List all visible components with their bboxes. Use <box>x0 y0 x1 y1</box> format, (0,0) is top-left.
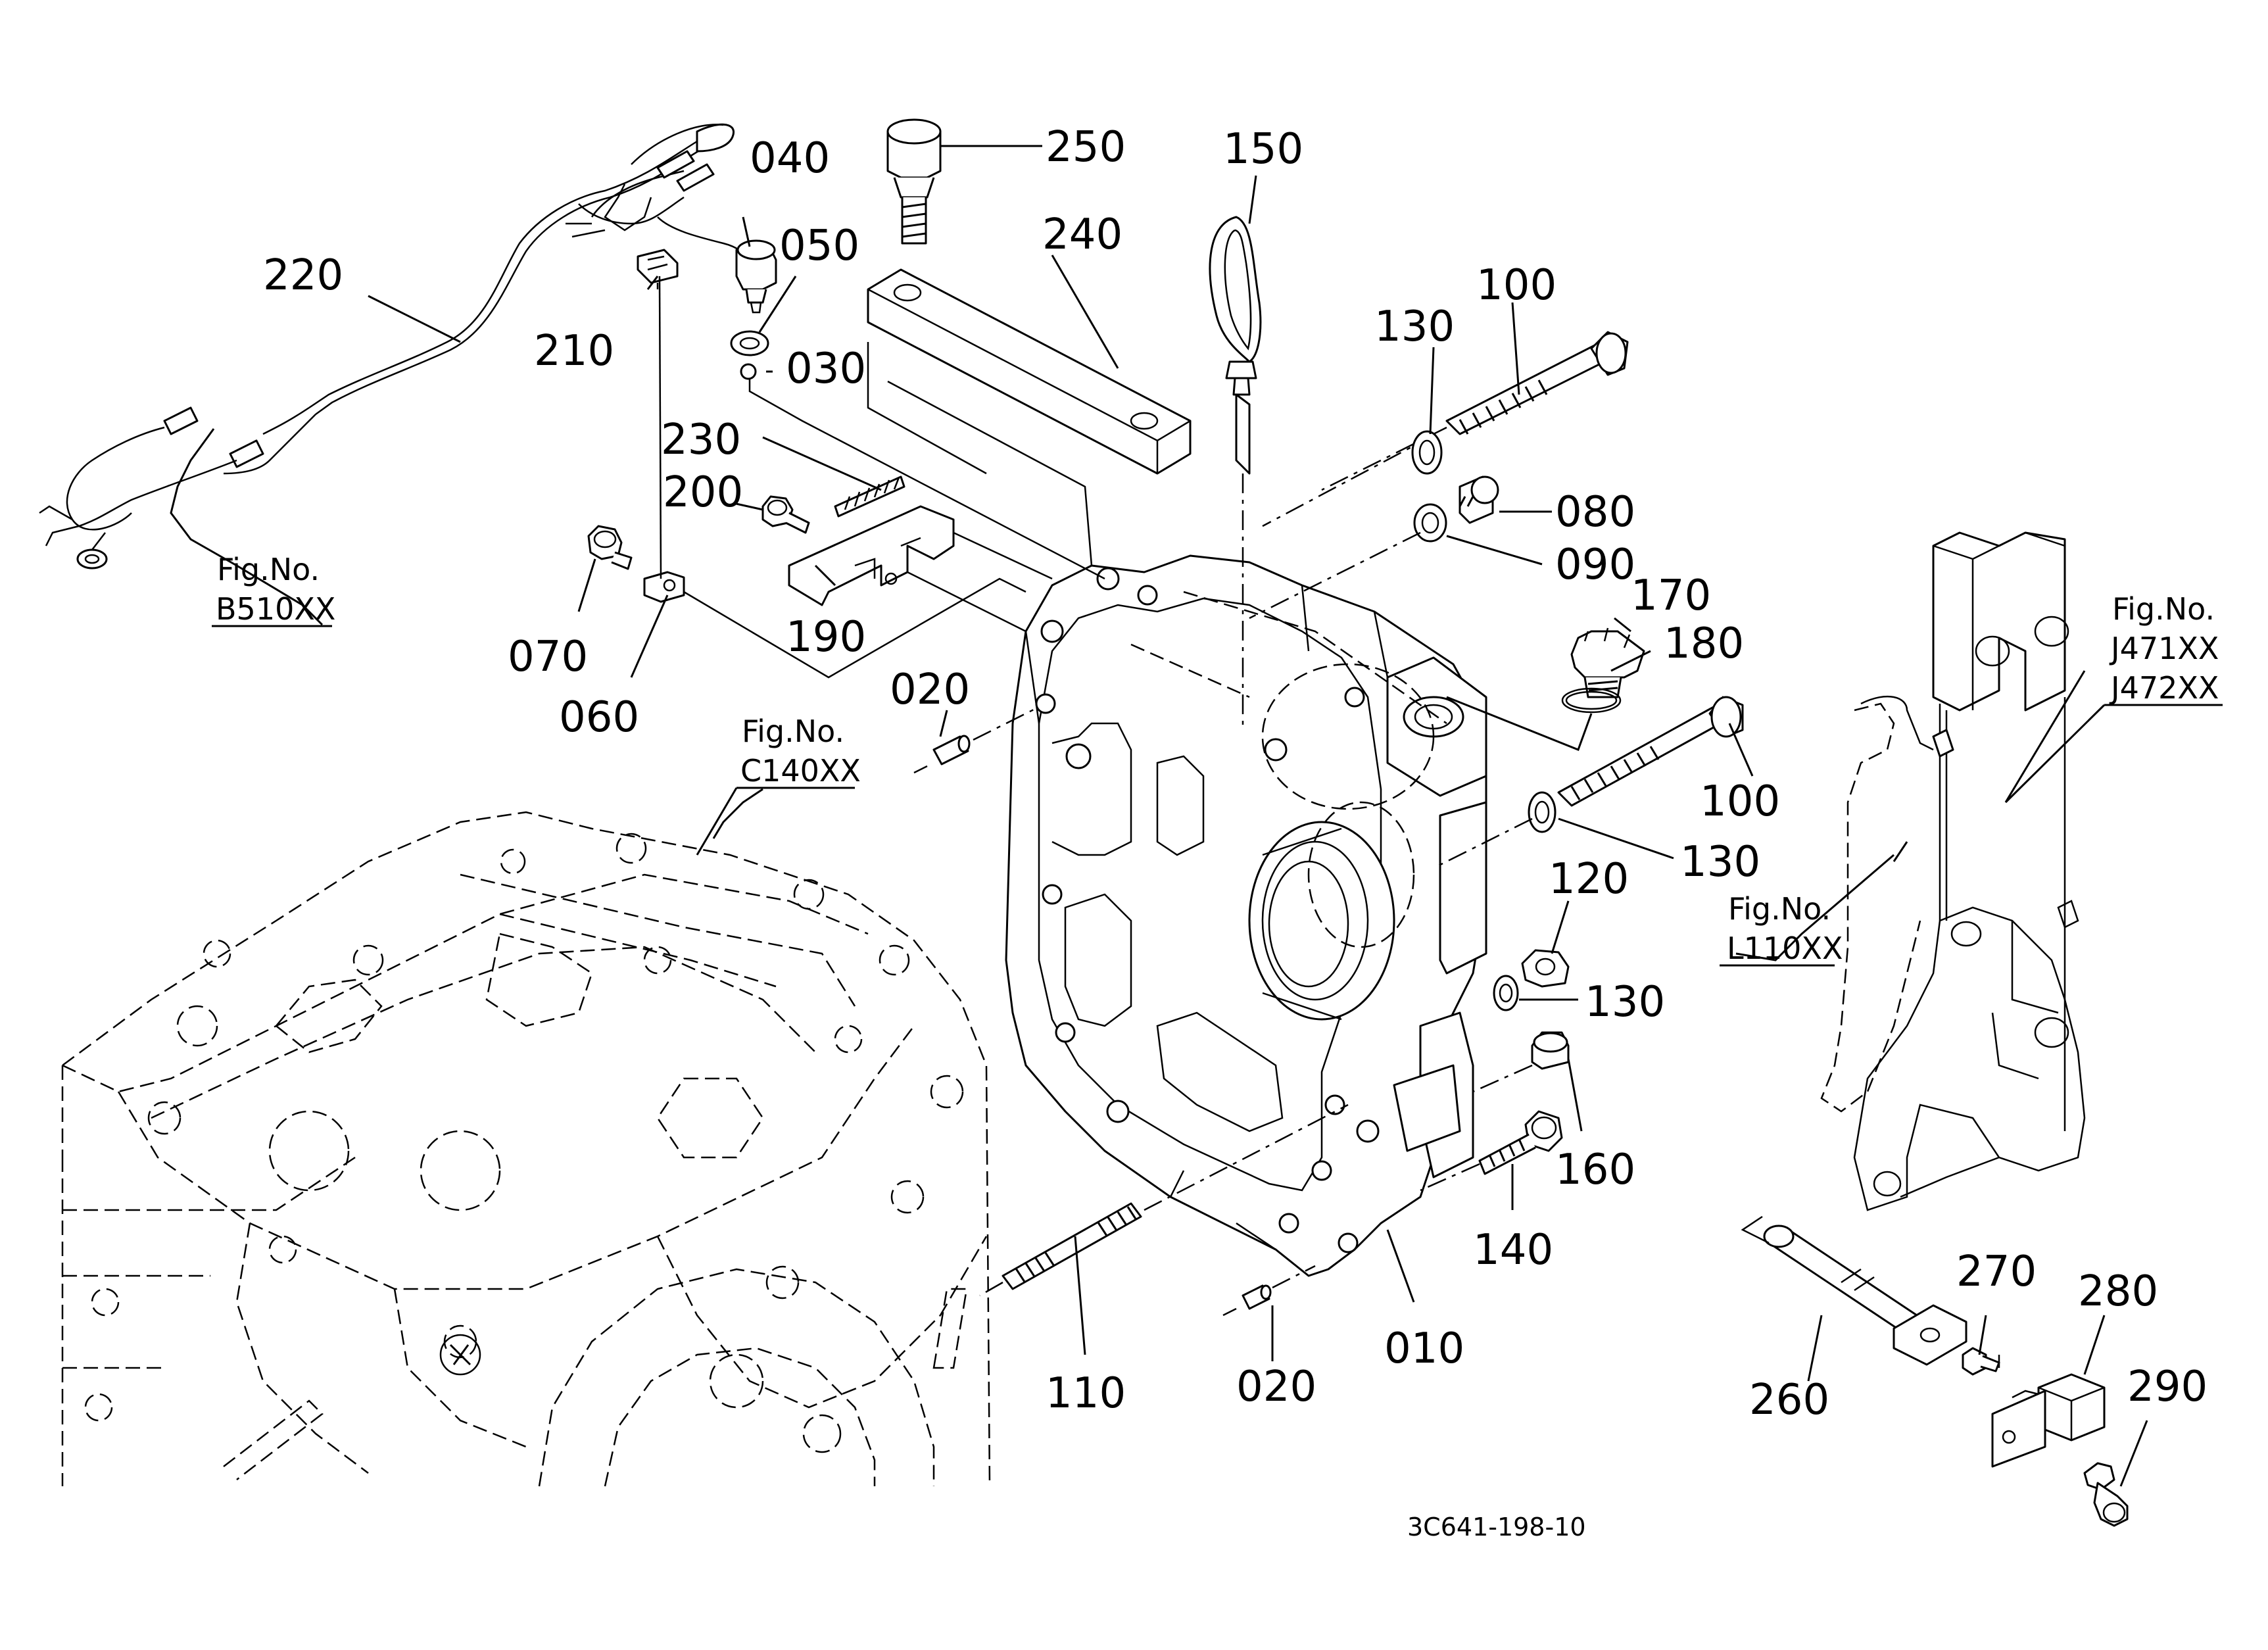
callout-070[interactable]: 070 <box>508 633 588 681</box>
bolt-250 <box>886 118 942 245</box>
callout-260[interactable]: 260 <box>1749 1376 1829 1424</box>
callout-210[interactable]: 210 <box>534 327 614 376</box>
bolt-100-upper <box>1262 331 1629 527</box>
axis-line-100-lower <box>1433 817 1533 869</box>
callout-240[interactable]: 240 <box>1042 210 1122 259</box>
callout-230[interactable]: 230 <box>661 416 741 464</box>
callout-290[interactable]: 290 <box>2127 1363 2208 1411</box>
axis-line-080 <box>1249 531 1421 619</box>
figref-c140[interactable]: Fig.No. C140XX <box>696 714 861 856</box>
reference-transmission-case <box>61 811 991 1487</box>
reference-lift-arm-assembly <box>1820 531 2086 1211</box>
axis-line-160 <box>1472 1064 1533 1093</box>
callout-100-upper[interactable]: 100 <box>1476 261 1556 310</box>
callout-040[interactable]: 040 <box>750 134 830 183</box>
callout-160[interactable]: 160 <box>1555 1146 1635 1194</box>
washer-130-middle <box>1528 791 1556 833</box>
callout-280[interactable]: 280 <box>2078 1267 2158 1316</box>
axis-line-040 <box>748 378 1105 580</box>
axis-lines-bar <box>867 342 1093 566</box>
callout-020-lower[interactable]: 020 <box>1236 1363 1316 1411</box>
washer-050 <box>730 330 769 356</box>
callout-190[interactable]: 190 <box>786 613 866 662</box>
callout-labels: 250 240 150 100 130 080 090 170 180 100 … <box>263 123 2208 1424</box>
drawing-number: 3C641-198-10 <box>1407 1513 1586 1541</box>
leader-lines <box>170 145 2148 1487</box>
callout-170[interactable]: 170 <box>1631 571 1711 620</box>
harness-220 <box>39 123 751 570</box>
callout-080[interactable]: 080 <box>1555 488 1635 537</box>
stud-110 <box>979 1104 1349 1297</box>
plug-160 <box>1531 1031 1570 1070</box>
callout-010[interactable]: 010 <box>1384 1324 1464 1373</box>
axis-lines-brackets <box>683 531 1053 679</box>
washer-130-upper <box>1411 430 1443 475</box>
callout-250[interactable]: 250 <box>1046 123 1126 172</box>
bar-240 <box>867 268 1192 475</box>
bolt-140 <box>1420 1110 1563 1192</box>
figref-b510[interactable]: Fig.No. B510XX <box>212 552 335 627</box>
figref-c140-code: C140XX <box>740 753 861 789</box>
callout-150[interactable]: 150 <box>1223 125 1303 174</box>
bolt-070 <box>587 525 633 570</box>
figref-l110[interactable]: Fig.No. L110XX <box>1720 891 1843 967</box>
main-housing-010 <box>1005 554 1487 1277</box>
figref-j471-code1: J471XX <box>2109 631 2219 666</box>
nut-120 <box>1521 949 1570 988</box>
pin-260 <box>1741 1215 1967 1366</box>
callout-130-lower[interactable]: 130 <box>1585 978 1665 1027</box>
bracket-190 <box>788 505 955 606</box>
switch-040 <box>735 239 777 314</box>
dowel-pin-020-lower <box>1222 1265 1316 1317</box>
o-ring-180 <box>1561 687 1622 714</box>
callout-180[interactable]: 180 <box>1664 619 1744 668</box>
figref-b510-label: Fig.No. <box>217 552 320 587</box>
bracket-280 <box>1991 1373 2106 1468</box>
callout-120[interactable]: 120 <box>1549 855 1629 904</box>
figref-c140-label: Fig.No. <box>742 714 844 749</box>
figref-l110-label: Fig.No. <box>1728 891 1831 927</box>
figref-l110-code: L110XX <box>1727 931 1843 966</box>
callout-130-upper[interactable]: 130 <box>1374 303 1455 351</box>
seal-090 <box>1413 503 1447 543</box>
callout-270[interactable]: 270 <box>1956 1248 2037 1296</box>
pad-230 <box>834 475 905 518</box>
bolt-290 <box>2083 1462 2129 1527</box>
washer-130-lower <box>1493 975 1519 1011</box>
bolt-270 <box>1962 1347 2000 1376</box>
callout-110[interactable]: 110 <box>1046 1369 1126 1418</box>
plug-080 <box>1459 475 1499 524</box>
figref-b510-code: B510XX <box>216 591 335 627</box>
callout-130-middle[interactable]: 130 <box>1680 838 1760 886</box>
bolt-200 <box>761 495 810 534</box>
callout-090[interactable]: 090 <box>1555 541 1635 589</box>
callout-140[interactable]: 140 <box>1473 1226 1553 1274</box>
figref-j471-code2: J472XX <box>2109 670 2219 706</box>
ball-030 <box>740 363 757 380</box>
bracket-060 <box>643 276 685 603</box>
callout-020-upper[interactable]: 020 <box>890 666 970 714</box>
filler-cap-170 <box>1570 627 1645 698</box>
leader-170-180 <box>1446 696 1593 751</box>
callout-100-lower[interactable]: 100 <box>1700 777 1780 826</box>
dipstick-150 <box>1209 216 1262 730</box>
callout-050[interactable]: 050 <box>779 222 859 270</box>
clamp-210 <box>637 249 679 289</box>
dowel-pin-020-upper <box>913 706 1040 774</box>
bolt-100-lower <box>1557 696 1744 807</box>
callout-220[interactable]: 220 <box>263 251 343 300</box>
callout-200[interactable]: 200 <box>663 468 743 517</box>
figref-j471[interactable]: Fig.No. J471XX J472XX <box>2004 591 2223 804</box>
callout-060[interactable]: 060 <box>559 693 639 742</box>
figref-j471-label: Fig.No. <box>2112 591 2215 627</box>
callout-030[interactable]: 030 <box>786 345 866 393</box>
